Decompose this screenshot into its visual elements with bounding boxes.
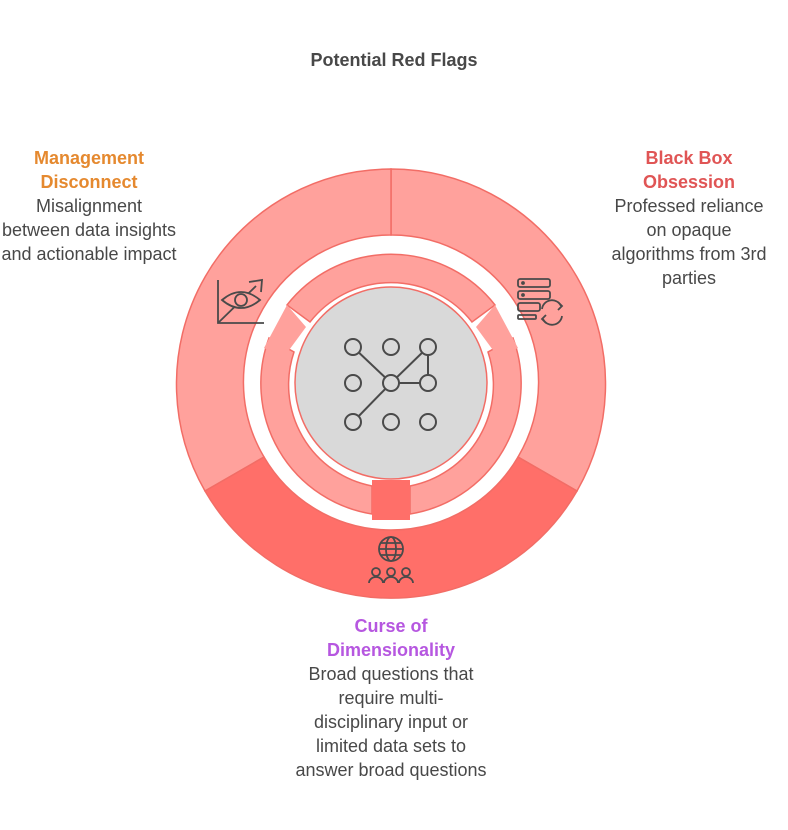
inner-arc-top bbox=[285, 253, 497, 324]
inner-arc-right bbox=[409, 336, 522, 515]
segment-heading: Management Disconnect bbox=[33, 148, 145, 192]
connector-left bbox=[264, 305, 306, 357]
segment-heading: Black Box Obsession bbox=[642, 148, 736, 192]
inner-arc-left bbox=[260, 336, 373, 515]
diagram-title: Potential Red Flags bbox=[310, 50, 478, 70]
network-nodes-icon bbox=[344, 338, 437, 431]
segment-heading: Curse of Dimensionality bbox=[326, 616, 456, 660]
analytics-eye-icon bbox=[217, 278, 264, 324]
connector-right bbox=[476, 305, 518, 357]
connector-bottom bbox=[372, 480, 410, 520]
segment-description: Professed reliance on opaque algorithms … bbox=[611, 196, 767, 288]
globe-people-icon bbox=[368, 536, 414, 584]
segment-management[interactable] bbox=[175, 168, 392, 493]
server-refresh-icon bbox=[517, 278, 564, 326]
segment-label-blackbox: Black Box Obsession Professed reliance o… bbox=[606, 146, 772, 290]
segment-label-management: Management Disconnect Misalignment betwe… bbox=[0, 146, 178, 266]
segment-description: Broad questions that require multi-disci… bbox=[295, 664, 487, 780]
segment-blackbox[interactable] bbox=[390, 168, 607, 493]
segment-description: Misalignment between data insights and a… bbox=[1, 196, 177, 264]
segment-dimensionality[interactable] bbox=[203, 455, 579, 599]
segment-label-dimensionality: Curse of Dimensionality Broad questions … bbox=[294, 614, 488, 782]
